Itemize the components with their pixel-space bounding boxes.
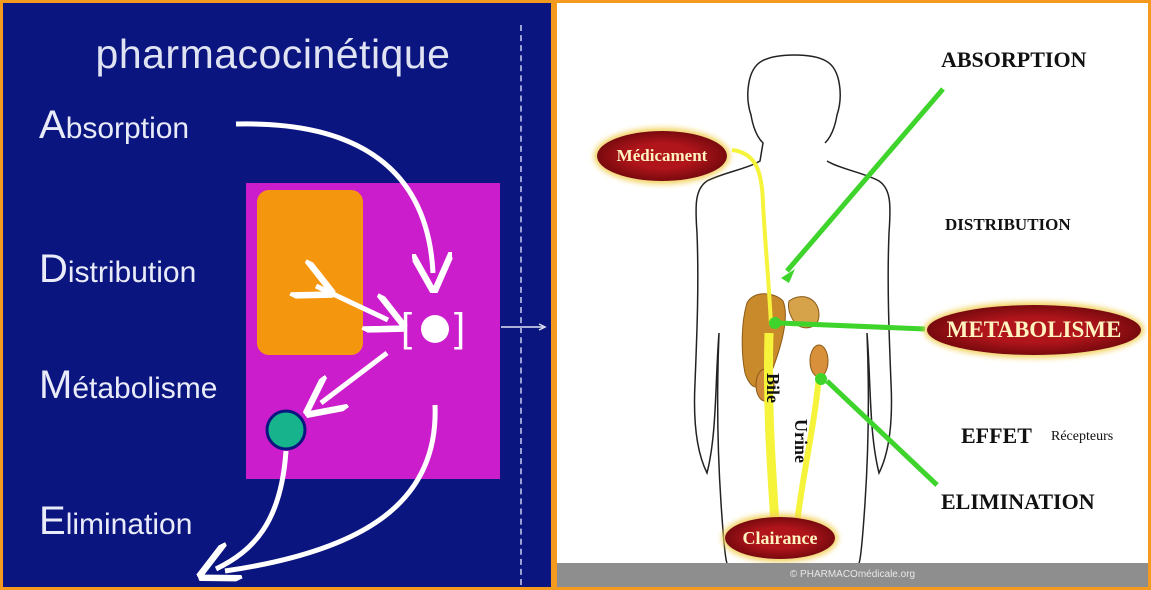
label-distribution: DISTRIBUTION [945, 215, 1071, 235]
label-absorption: ABSORPTION [941, 47, 1086, 73]
absorption-green-arrow [787, 89, 943, 271]
liver-target [769, 317, 781, 329]
tissue-compartment [257, 190, 363, 355]
label-recepteurs: Récepteurs [1051, 429, 1113, 445]
pill-medicament: Médicament [597, 131, 727, 181]
pill-metabolisme: METABOLISME [927, 305, 1141, 355]
label-urine: Urine [790, 419, 811, 463]
label-elimination: ELIMINATION [941, 489, 1095, 515]
bracket-close: ] [454, 306, 465, 351]
kidney-right [810, 345, 828, 377]
metabolite-dot [267, 411, 305, 449]
label-effet: EFFET [961, 423, 1032, 449]
pill-clairance: Clairance [725, 517, 835, 559]
pharmacokinetics-panel: pharmacocinétique Absorption Distributio… [3, 3, 551, 587]
bracket-open: [ [401, 306, 412, 351]
dashed-separator [520, 25, 522, 585]
flow-diagram [3, 3, 551, 587]
metabolism-green-arrow [779, 323, 925, 329]
credit-footer: © PHARMACOmédicale.org [557, 563, 1148, 587]
elimination-green-arrow [827, 381, 937, 485]
human-body-panel: ABSORPTION DISTRIBUTION EFFET Récepteurs… [557, 3, 1148, 587]
kidney-target [815, 373, 827, 385]
drug-dot [421, 315, 449, 343]
label-bile: Bile [762, 373, 783, 403]
